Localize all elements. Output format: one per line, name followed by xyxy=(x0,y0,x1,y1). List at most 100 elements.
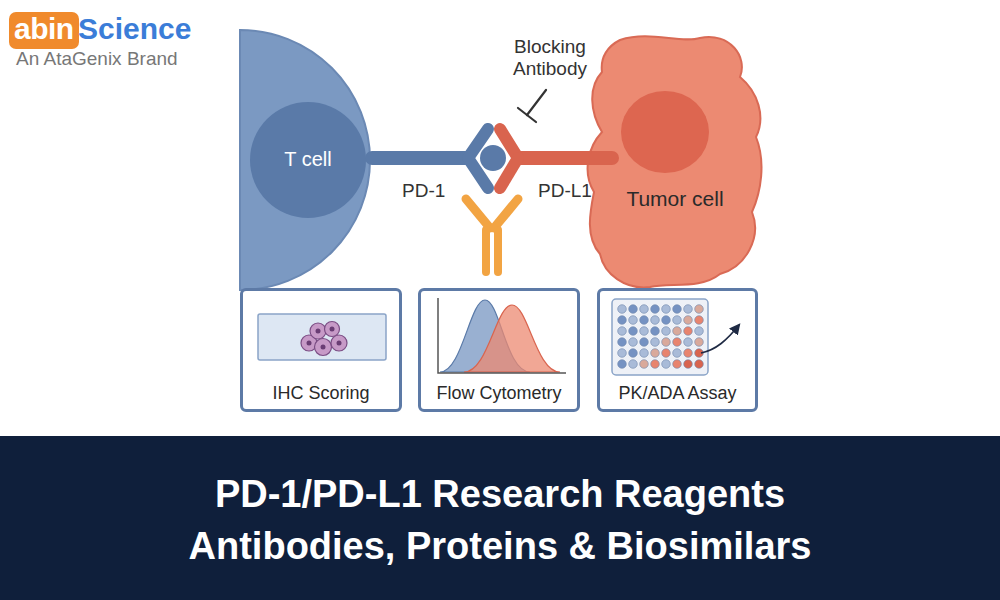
well xyxy=(651,338,660,347)
ligand-arm xyxy=(500,129,518,158)
well xyxy=(684,316,693,325)
well xyxy=(618,316,627,325)
method-panel: Flow Cytometry xyxy=(418,288,580,412)
cell-nucleus xyxy=(316,329,321,334)
receptor-stalk xyxy=(372,151,468,165)
receptor-label: PD-1 xyxy=(402,180,445,202)
well xyxy=(684,349,693,358)
well xyxy=(684,305,693,314)
brand-tagline: An AtaGenix Brand xyxy=(16,48,178,70)
binding-site xyxy=(480,145,506,171)
cell-membrane xyxy=(240,30,370,290)
well xyxy=(673,316,682,325)
well xyxy=(673,360,682,369)
well xyxy=(629,327,638,336)
histogram-peak xyxy=(440,300,530,372)
histogram-axis xyxy=(438,298,566,373)
well xyxy=(695,327,704,336)
tissue-cell xyxy=(331,335,347,351)
ihc-slide xyxy=(258,314,386,360)
cell-nucleus xyxy=(621,91,709,173)
antibody-arm xyxy=(494,199,518,228)
well xyxy=(629,316,638,325)
ligand-arm xyxy=(500,158,518,188)
well xyxy=(684,360,693,369)
cell-nucleus xyxy=(321,345,326,350)
well xyxy=(695,316,704,325)
well xyxy=(618,349,627,358)
well xyxy=(629,349,638,358)
histogram xyxy=(438,298,566,373)
readout-arrow xyxy=(701,325,739,353)
inhibition-line xyxy=(527,90,546,115)
panel-label: PK/ADA Assay xyxy=(600,383,755,404)
well xyxy=(662,349,671,358)
well xyxy=(673,327,682,336)
well xyxy=(640,360,649,369)
well xyxy=(662,305,671,314)
tissue-cell xyxy=(315,339,332,356)
inhibition-bar xyxy=(518,108,536,122)
well xyxy=(695,338,704,347)
well xyxy=(629,338,638,347)
well xyxy=(640,305,649,314)
cell-membrane xyxy=(588,36,762,287)
well xyxy=(618,305,627,314)
antibody-arm xyxy=(466,199,490,228)
ligand-stalk xyxy=(518,151,612,165)
well xyxy=(651,349,660,358)
well xyxy=(662,360,671,369)
well xyxy=(640,349,649,358)
well xyxy=(651,360,660,369)
pdl1-ligand xyxy=(500,129,612,188)
pd1-receptor xyxy=(372,129,488,188)
antibody-stem xyxy=(494,230,502,272)
well xyxy=(695,305,704,314)
well xyxy=(673,338,682,347)
well xyxy=(651,327,660,336)
brand-mark: abin xyxy=(9,12,79,49)
plate-frame xyxy=(612,299,708,375)
antibody-stem xyxy=(482,230,490,272)
tissue-cell xyxy=(325,322,340,337)
well xyxy=(662,338,671,347)
inhibition-symbol xyxy=(518,90,546,122)
panel-label: IHC Scoring xyxy=(243,383,399,404)
well xyxy=(673,349,682,358)
receptor-arm xyxy=(468,129,488,158)
title: PD-1/PD-L1 Research Reagents Antibodies,… xyxy=(130,468,870,572)
assay-plate xyxy=(612,299,739,375)
tissue-cell xyxy=(310,323,326,339)
cell-label: T cell xyxy=(248,148,368,171)
antibody-label: Blocking Antibody xyxy=(495,36,605,80)
panel-label: Flow Cytometry xyxy=(421,383,577,404)
title-band: PD-1/PD-L1 Research Reagents Antibodies,… xyxy=(0,436,1000,600)
well xyxy=(695,360,704,369)
method-panel: IHC Scoring xyxy=(240,288,402,412)
cell-label: Tumor cell xyxy=(580,187,770,211)
well xyxy=(662,327,671,336)
brand-name: Science xyxy=(78,12,191,47)
well xyxy=(629,305,638,314)
method-panel: PK/ADA Assay xyxy=(597,288,758,412)
cell-nucleus xyxy=(330,327,335,332)
well xyxy=(629,360,638,369)
antibody-symbol xyxy=(466,199,518,272)
well xyxy=(684,338,693,347)
well xyxy=(684,327,693,336)
ligand-label: PD-L1 xyxy=(538,180,592,202)
well xyxy=(618,327,627,336)
well xyxy=(640,327,649,336)
cell-outline xyxy=(580,32,765,290)
receptor-arm xyxy=(468,158,488,188)
histogram-peak xyxy=(464,305,560,372)
t-cell: T cell xyxy=(240,30,375,290)
tumor-cell: Tumor cell xyxy=(580,32,765,290)
well xyxy=(651,316,660,325)
glass-slide xyxy=(258,314,386,360)
well xyxy=(640,338,649,347)
well xyxy=(651,305,660,314)
well xyxy=(695,349,704,358)
